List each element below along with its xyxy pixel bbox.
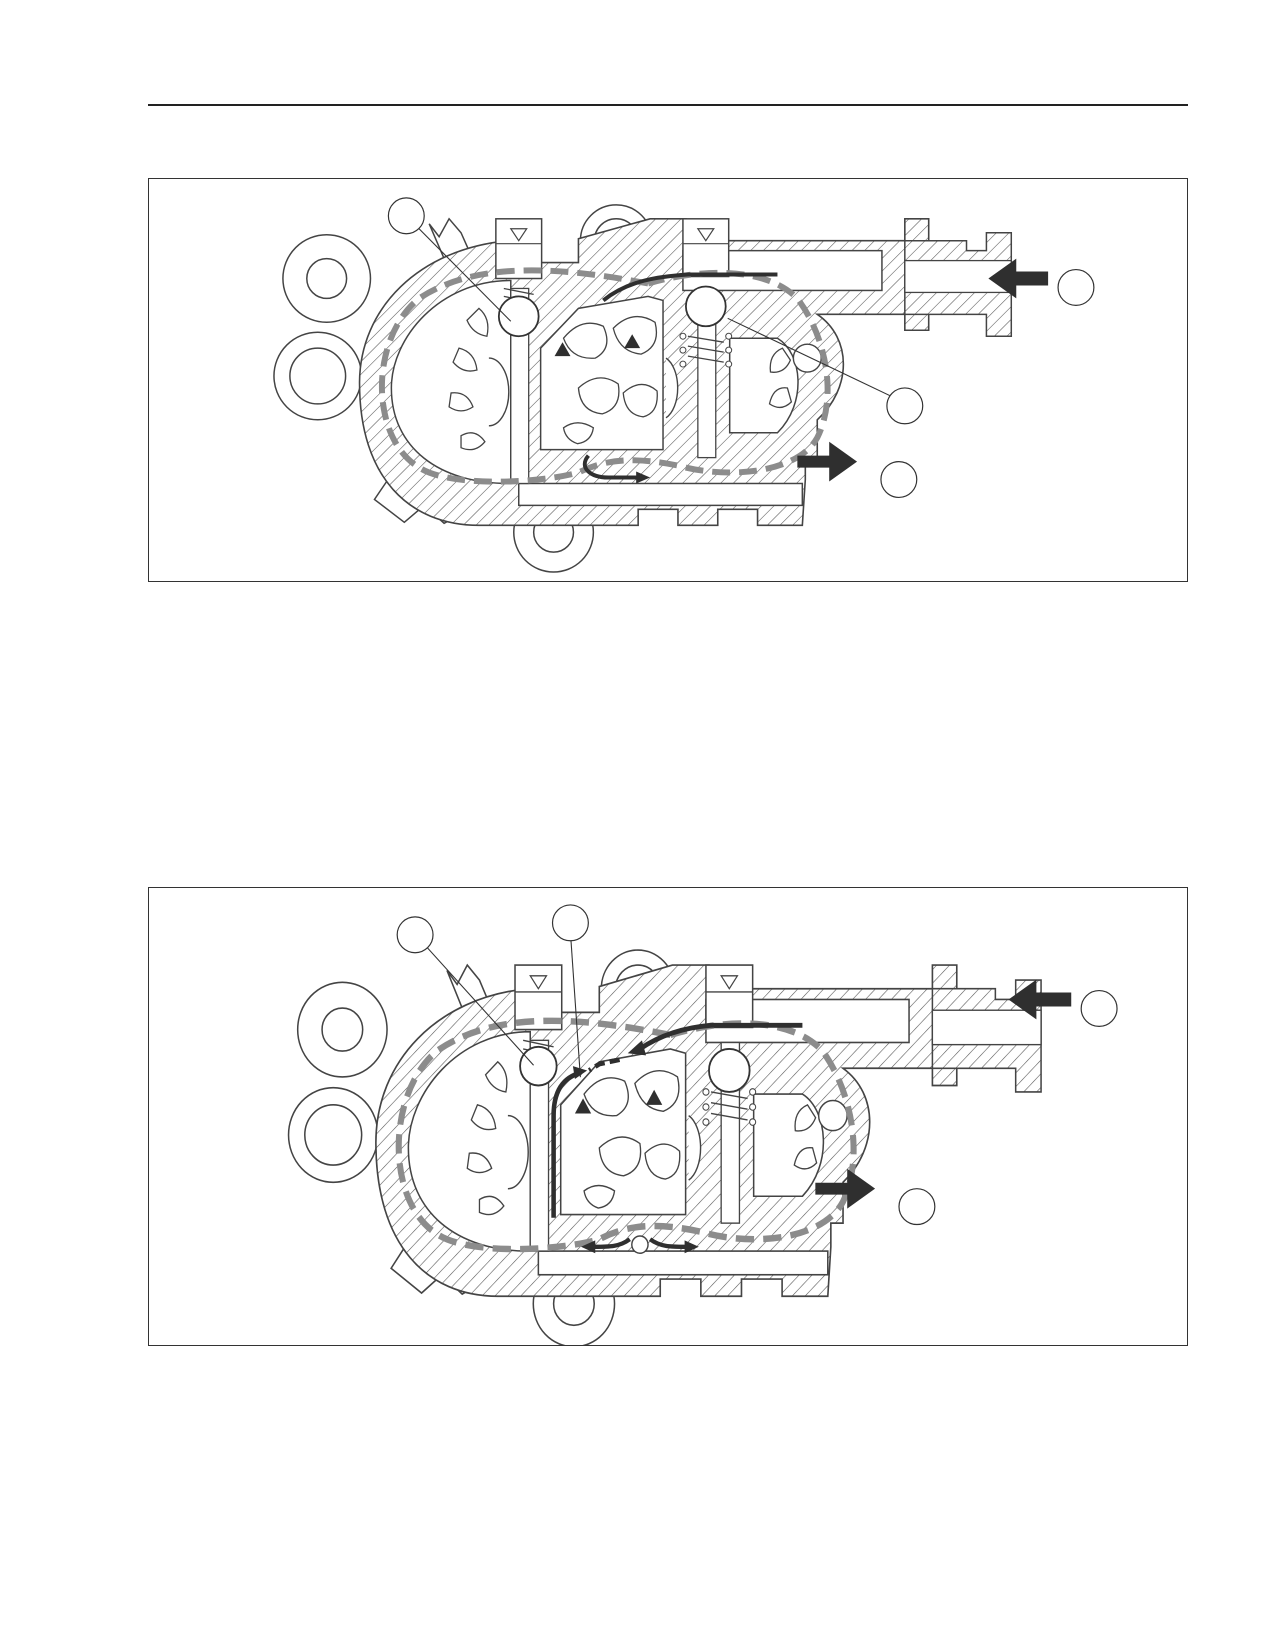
oil-flow-loop [395, 1017, 857, 1253]
check-ball-left [497, 295, 540, 338]
callout-2 [1057, 268, 1095, 306]
inlet-arrow [988, 258, 1049, 299]
outlet-arrow [797, 441, 858, 482]
header-rule [148, 104, 1188, 106]
rotor-arrow [646, 1089, 663, 1105]
inlet-arrow [1008, 979, 1072, 1020]
check-ball-left [519, 1045, 558, 1087]
check-ball-right [685, 285, 727, 328]
callout-1 [396, 916, 434, 954]
rotor-arrow [554, 342, 571, 357]
check-ball-right [708, 1047, 751, 1093]
outlet-arrow [815, 1168, 876, 1209]
figure-relief-flow [148, 887, 1188, 1346]
flow-line-upper [602, 272, 778, 302]
callout-leader [400, 210, 512, 322]
callout-2 [551, 904, 589, 942]
callout-3 [1080, 989, 1118, 1027]
flow-arrowhead [684, 1240, 699, 1254]
callout-leader [727, 317, 900, 401]
callout-3 [886, 387, 924, 425]
flow-line-bypass [587, 1057, 621, 1073]
callout-4 [898, 1188, 936, 1226]
flow-arrowhead [636, 471, 651, 484]
pump-diagram-2 [287, 904, 1118, 1345]
flow-arrowhead [627, 1040, 647, 1056]
rotor-arrow [624, 334, 641, 349]
callout-leader [568, 917, 581, 1078]
flow-line-split-right [648, 1237, 686, 1249]
flow-line-lower [582, 454, 639, 480]
flow-line-relief [638, 1022, 803, 1051]
rotor-arrow [574, 1098, 592, 1114]
callout-leader [410, 929, 534, 1066]
flow-arrowhead [581, 1240, 596, 1254]
figure-normal-flow [148, 178, 1188, 582]
callout-1 [387, 197, 425, 235]
flow-line-split-left [594, 1237, 631, 1249]
pump-diagram-1 [273, 197, 1095, 573]
callout-4 [880, 460, 918, 499]
